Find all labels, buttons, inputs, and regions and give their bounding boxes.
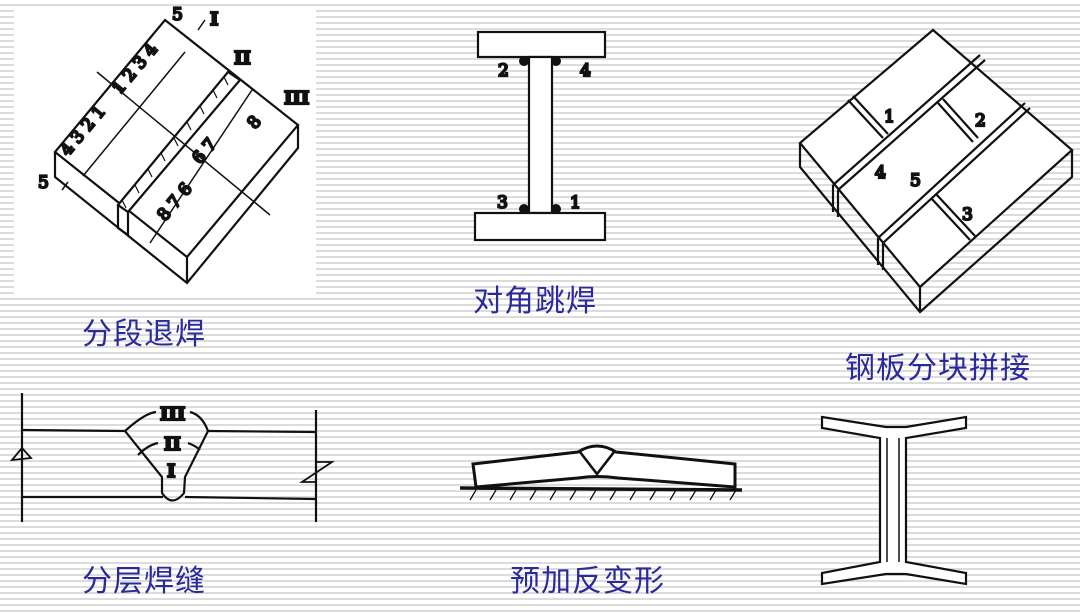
- svg-text:I: I: [167, 461, 175, 482]
- label-plate-splicing: 钢板分块拼接: [845, 351, 1031, 386]
- svg-text:II: II: [234, 48, 251, 69]
- svg-text:2: 2: [975, 111, 986, 131]
- svg-text:1: 1: [884, 107, 895, 127]
- diagonal-skip-figure: 2 4 3 1: [473, 30, 607, 242]
- label-segmented-backstep: 分段退焊: [82, 317, 206, 352]
- label-reverse-deformation: 预加反变形: [510, 564, 665, 599]
- svg-text:3: 3: [497, 193, 508, 213]
- svg-text:III: III: [160, 404, 185, 425]
- svg-text:2: 2: [498, 61, 509, 81]
- plate-splicing-figure: 1 2 4 5 3: [798, 28, 1074, 314]
- svg-text:II: II: [164, 434, 181, 455]
- label-diagonal-skip: 对角跳焊: [473, 284, 597, 319]
- svg-text:III: III: [284, 88, 309, 109]
- ibeam-figure: [820, 415, 968, 586]
- svg-text:5: 5: [910, 171, 921, 191]
- svg-text:5: 5: [38, 173, 49, 193]
- segmented-backstep-figure: 4 3 2 1 1 2 3 4 8 7 6 6 7 8 5 5 I II III: [14, 4, 316, 298]
- svg-text:4: 4: [580, 61, 591, 81]
- svg-text:4: 4: [875, 163, 886, 183]
- svg-text:3: 3: [962, 205, 973, 225]
- svg-text:1: 1: [570, 193, 581, 213]
- reverse-deformation-figure: [459, 444, 743, 501]
- multilayer-weld-figure: III II I: [9, 393, 335, 522]
- label-multilayer-weld: 分层焊缝: [82, 564, 206, 599]
- svg-text:5: 5: [172, 5, 183, 25]
- svg-text:I: I: [210, 9, 218, 30]
